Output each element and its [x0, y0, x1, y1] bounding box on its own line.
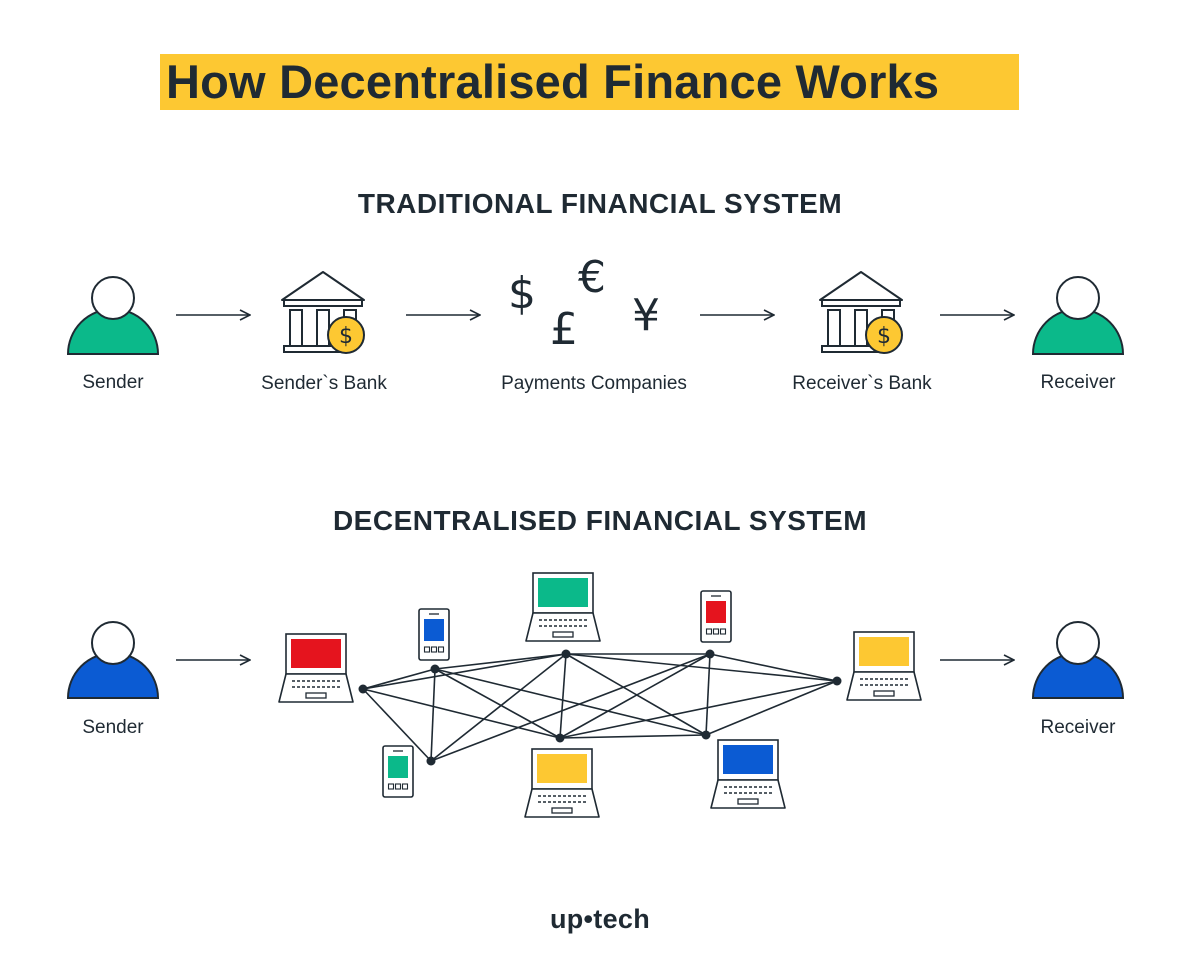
- laptop-icon: [710, 739, 786, 809]
- laptop-icon: [525, 572, 601, 642]
- phone-icon: [700, 590, 732, 643]
- dollar-icon: $: [508, 268, 536, 319]
- svg-text:$: $: [877, 324, 891, 349]
- yen-icon: ¥: [632, 290, 660, 341]
- receiver-bank-icon: $: [819, 271, 903, 354]
- decentralised-receiver-label: Receiver: [1040, 717, 1116, 738]
- payments-companies-label: Payments Companies: [501, 373, 687, 394]
- sender-bank-icon: $: [281, 271, 365, 354]
- decentralised-heading: DECENTRALISED FINANCIAL SYSTEM: [332, 505, 868, 536]
- traditional-receiver-label: Receiver: [1040, 372, 1116, 393]
- laptop-icon: [524, 748, 600, 818]
- sender-person-icon: [66, 621, 160, 699]
- network-edges: [362, 653, 838, 762]
- phone-icon: [418, 608, 450, 661]
- network-nodes: [358, 649, 842, 766]
- receiver-bank-label: Receiver`s Bank: [792, 373, 932, 394]
- laptop-icon: [846, 631, 922, 701]
- receiver-person-icon: [1031, 621, 1125, 699]
- receiver-person-icon: [1031, 276, 1125, 355]
- euro-icon: €: [578, 252, 606, 303]
- pound-icon: £: [550, 304, 578, 355]
- traditional-heading: TRADITIONAL FINANCIAL SYSTEM: [357, 188, 843, 219]
- network-devices: [278, 572, 922, 818]
- sender-person-icon: [66, 276, 160, 355]
- brand-logo: up•tech: [549, 904, 651, 934]
- laptop-icon: [278, 633, 354, 703]
- title-highlight: [160, 54, 1019, 110]
- traditional-sender-label: Sender: [82, 372, 144, 393]
- svg-text:$: $: [339, 324, 353, 349]
- sender-bank-label: Sender`s Bank: [261, 373, 387, 394]
- decentralised-sender-label: Sender: [82, 717, 144, 738]
- page-title: How Decentralised Finance Works: [166, 55, 940, 108]
- phone-icon: [382, 745, 414, 798]
